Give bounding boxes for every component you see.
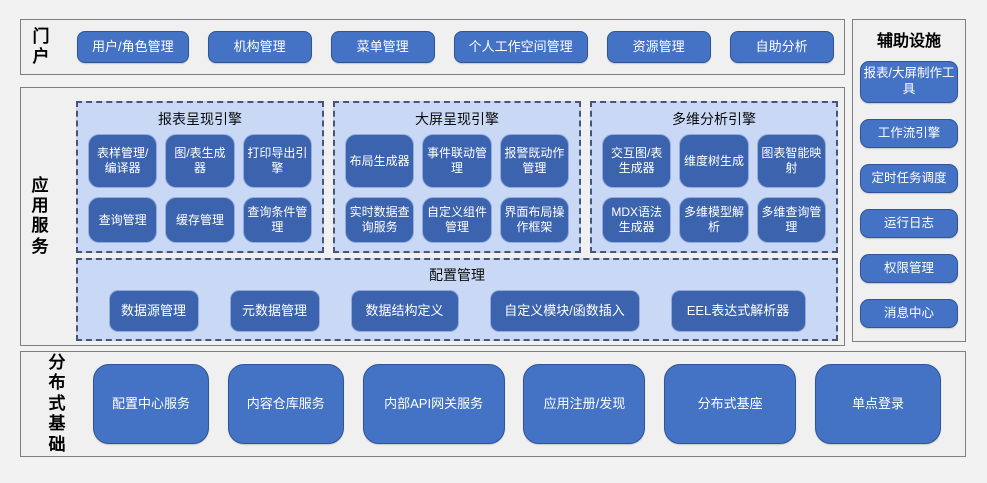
aux-facilities-section: 辅助设施 报表/大屏制作工具 工作流引擎 定时任务调度 运行日志 权限管理 消息… [852,19,966,342]
app-services-section: 应用服务 报表呈现引擎 表样管理/编译器 图/表生成器 打印导出引擎 查询管理 … [20,87,845,346]
app-services-section-label: 应用服务 [31,175,49,256]
portal-module-org: 机构管理 [207,31,312,63]
engine-module: 实时数据查询服务 [345,197,415,243]
engine-title: 报表呈现引擎 [158,111,242,127]
engine-module: 界面布局操作框架 [499,197,569,243]
portal-module-selfservice: 自助分析 [729,31,834,63]
distributed-foundation-section: 分布式基础 配置中心服务 内容仓库服务 内部API网关服务 应用注册/发现 分布… [20,351,966,457]
config-module: 数据结构定义 [350,290,459,332]
dist-module-config-center: 配置中心服务 [93,364,209,444]
aux-module-permission: 权限管理 [860,254,958,283]
engine-module: 布局生成器 [345,134,415,188]
aux-module-scheduler: 定时任务调度 [860,164,958,193]
engine-module: MDX语法生成器 [602,197,672,243]
engine-module: 表样管理/编译器 [88,134,158,188]
portal-module-menu: 菜单管理 [330,31,435,63]
portal-module-resource: 资源管理 [606,31,711,63]
dist-module-app-registry: 应用注册/发现 [523,364,646,444]
engine-module: 图/表生成器 [165,134,235,188]
aux-module-workflow: 工作流引擎 [860,119,958,148]
engine-module: 打印导出引擎 [242,134,312,188]
aux-module-report-tool: 报表/大屏制作工具 [860,61,958,103]
portal-section: 门户 用户/角色管理 机构管理 菜单管理 个人工作空间管理 资源管理 自助分析 [20,19,845,75]
portal-section-label: 门户 [32,26,50,66]
report-engine-box: 报表呈现引擎 表样管理/编译器 图/表生成器 打印导出引擎 查询管理 缓存管理 … [76,101,324,253]
engine-row: 报表呈现引擎 表样管理/编译器 图/表生成器 打印导出引擎 查询管理 缓存管理 … [76,101,838,253]
olap-engine-box: 多维分析引擎 交互图/表生成器 维度树生成 图表智能映射 MDX语法生成器 多维… [590,101,838,253]
engine-module: 图表智能映射 [756,134,826,188]
engine-module: 交互图/表生成器 [602,134,672,188]
engine-module: 多维查询管理 [756,197,826,243]
engine-module: 查询条件管理 [242,197,312,243]
engine-module: 多维模型解析 [679,197,749,243]
dist-module-base: 分布式基座 [664,364,797,444]
dist-module-sso: 单点登录 [814,364,941,444]
config-module: EEL表达式解析器 [670,290,806,332]
engine-module: 查询管理 [88,197,158,243]
aux-module-message: 消息中心 [860,299,958,328]
engine-title: 大屏呈现引擎 [415,111,499,127]
portal-module-row: 用户/角色管理 机构管理 菜单管理 个人工作空间管理 资源管理 自助分析 [77,31,834,63]
config-module: 数据源管理 [108,290,199,332]
config-management-box: 配置管理 数据源管理 元数据管理 数据结构定义 自定义模块/函数插入 EEL表达… [76,258,838,341]
config-module: 元数据管理 [229,290,320,332]
engine-module: 维度树生成 [679,134,749,188]
engine-title: 多维分析引擎 [672,111,756,127]
bigscreen-engine-box: 大屏呈现引擎 布局生成器 事件联动管理 报警既动作管理 实时数据查询服务 自定义… [333,101,581,253]
engine-module: 事件联动管理 [422,134,492,188]
portal-module-workspace: 个人工作空间管理 [453,31,588,63]
aux-facilities-title: 辅助设施 [876,33,941,50]
engine-module: 报警既动作管理 [499,134,569,188]
dist-module-content-repo: 内容仓库服务 [227,364,344,444]
portal-module-user-role: 用户/角色管理 [77,31,189,63]
engine-module: 自定义组件管理 [422,197,492,243]
engine-module: 缓存管理 [165,197,235,243]
dist-module-api-gateway: 内部API网关服务 [362,364,505,444]
distributed-section-label: 分布式基础 [48,353,66,454]
aux-module-runlog: 运行日志 [860,209,958,238]
config-module: 自定义模块/函数插入 [489,290,640,332]
config-title: 配置管理 [429,267,485,283]
